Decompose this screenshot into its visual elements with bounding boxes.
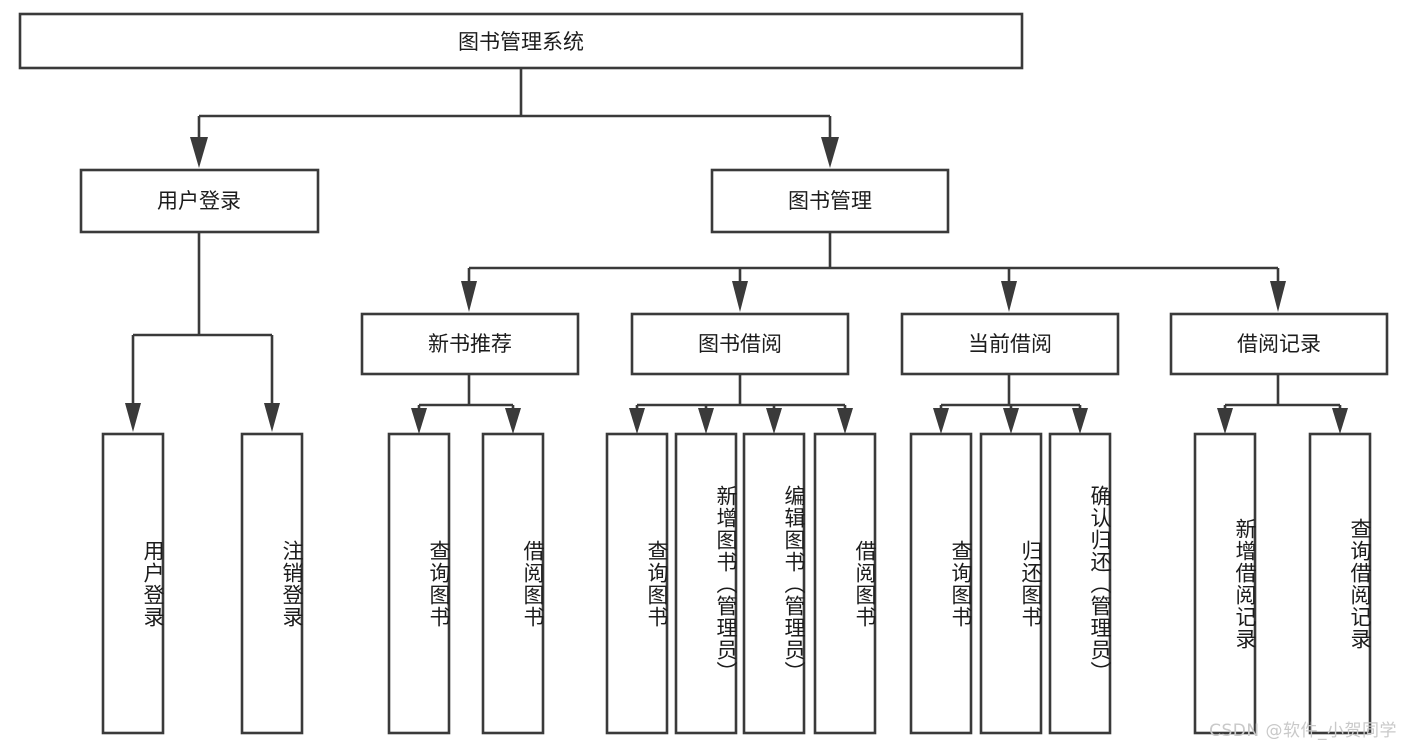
node-label-root: 图书管理系统 <box>458 30 584 54</box>
leaf-label: 借阅图书 <box>521 540 545 628</box>
connector-group-user-login <box>125 232 280 432</box>
leaf-label: 借阅图书 <box>853 540 877 628</box>
leaf-label: 编辑图书（管理员） <box>782 485 806 683</box>
arrow-head-icon <box>1072 408 1088 434</box>
leaf-label: 注销登录 <box>280 540 304 628</box>
node-box-leaf[interactable] <box>101 432 165 735</box>
node-box-new-book-recommend[interactable] <box>360 312 580 376</box>
node-box-leaf[interactable] <box>240 432 304 735</box>
arrow-head-icon <box>837 408 853 434</box>
leaf-label: 查询图书 <box>645 540 669 628</box>
arrow-head-icon <box>411 408 427 434</box>
node-box-leaf[interactable] <box>1048 432 1112 735</box>
connector-group-borrow-record <box>1217 374 1348 434</box>
node-label-book-borrow: 图书借阅 <box>698 332 782 356</box>
arrow-head-icon <box>190 137 208 168</box>
leaf-label: 新增图书（管理员） <box>714 485 738 683</box>
node-box-leaf[interactable] <box>481 432 545 735</box>
node-box-leaf[interactable] <box>1308 432 1372 735</box>
connector-group-current-borrow <box>933 374 1088 434</box>
node-box-user-login[interactable] <box>79 168 320 234</box>
node-box-leaf[interactable] <box>979 432 1043 735</box>
arrow-head-icon <box>505 408 521 434</box>
leaf-label: 查询图书 <box>949 540 973 628</box>
node-box-leaf[interactable] <box>742 432 806 735</box>
node-box-root[interactable] <box>18 12 1024 70</box>
node-label-borrow-record: 借阅记录 <box>1237 332 1321 356</box>
node-label-book-management: 图书管理 <box>788 189 872 213</box>
leaf-label: 确认归还（管理员） <box>1088 485 1112 683</box>
arrow-head-icon <box>732 281 748 312</box>
node-box-book-management[interactable] <box>710 168 950 234</box>
node-box-leaf[interactable] <box>1193 432 1257 735</box>
leaf-label: 用户登录 <box>141 540 165 628</box>
watermark: CSDN @软件_小贺同学 <box>1209 721 1397 741</box>
connector-group-book-management <box>461 232 1286 312</box>
node-box-leaf[interactable] <box>674 432 738 735</box>
arrow-head-icon <box>766 408 782 434</box>
arrow-head-icon <box>629 408 645 434</box>
node-box-current-borrow[interactable] <box>900 312 1120 376</box>
arrow-head-icon <box>1332 408 1348 434</box>
connector-group-root <box>190 68 839 168</box>
node-box-leaf[interactable] <box>909 432 973 735</box>
node-box-leaf[interactable] <box>605 432 669 735</box>
arrow-head-icon <box>698 408 714 434</box>
node-label-new-book-recommend: 新书推荐 <box>428 332 512 356</box>
node-label-current-borrow: 当前借阅 <box>968 332 1052 356</box>
arrow-head-icon <box>125 403 141 432</box>
leaf-label: 查询借阅记录 <box>1348 518 1372 650</box>
leaf-label: 新增借阅记录 <box>1233 518 1257 650</box>
node-box-borrow-record[interactable] <box>1169 312 1389 376</box>
leaf-label: 查询图书 <box>427 540 451 628</box>
arrow-head-icon <box>821 137 839 168</box>
node-label-user-login: 用户登录 <box>157 189 241 213</box>
arrow-head-icon <box>264 403 280 432</box>
node-box-book-borrow[interactable] <box>630 312 850 376</box>
node-box-leaf[interactable] <box>813 432 877 735</box>
connector-group-new-book <box>411 374 521 434</box>
arrow-head-icon <box>933 408 949 434</box>
arrow-head-icon <box>1001 281 1017 312</box>
arrow-head-icon <box>461 281 477 312</box>
connector-group-book-borrow <box>629 374 853 434</box>
arrow-head-icon <box>1217 408 1233 434</box>
leaf-label: 归还图书 <box>1019 540 1043 628</box>
arrow-head-icon <box>1270 281 1286 312</box>
node-box-leaf[interactable] <box>387 432 451 735</box>
arrow-head-icon <box>1003 408 1019 434</box>
